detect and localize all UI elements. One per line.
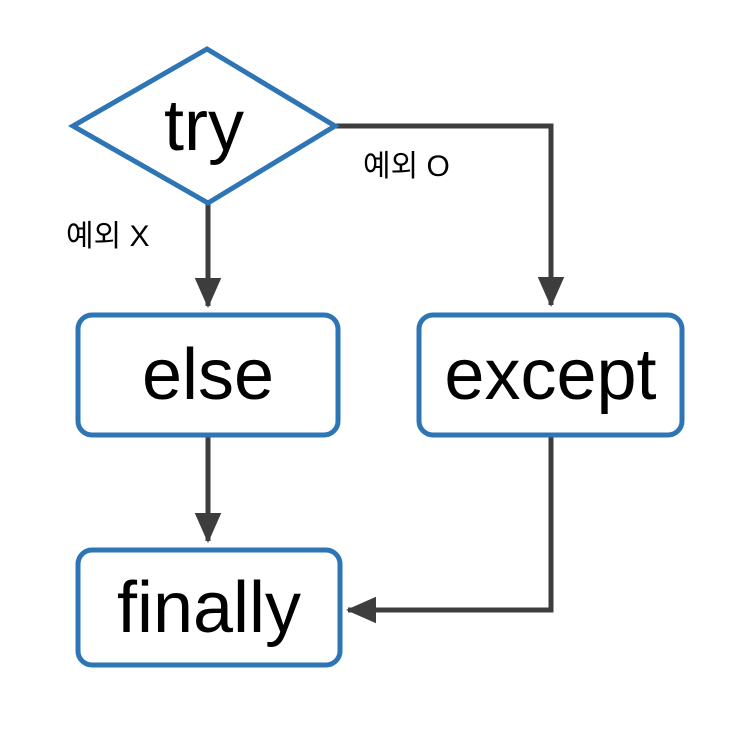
node-label-finally: finally — [116, 567, 302, 648]
node-label-else: else — [141, 335, 275, 415]
node-shape-except[interactable] — [416, 312, 685, 438]
edge-label-exception: 예외 O — [363, 150, 450, 183]
node-shape-else[interactable] — [75, 312, 341, 438]
node-label-except: except — [444, 335, 657, 415]
edge-try-to-except — [336, 123, 565, 308]
edge-label-no-exception: 예외 X — [66, 220, 150, 253]
node-label-try: try — [164, 86, 244, 166]
edge-except-to-finally — [345, 436, 554, 624]
node-shape-finally[interactable] — [75, 547, 343, 668]
node-shape-try[interactable] — [67, 46, 340, 206]
